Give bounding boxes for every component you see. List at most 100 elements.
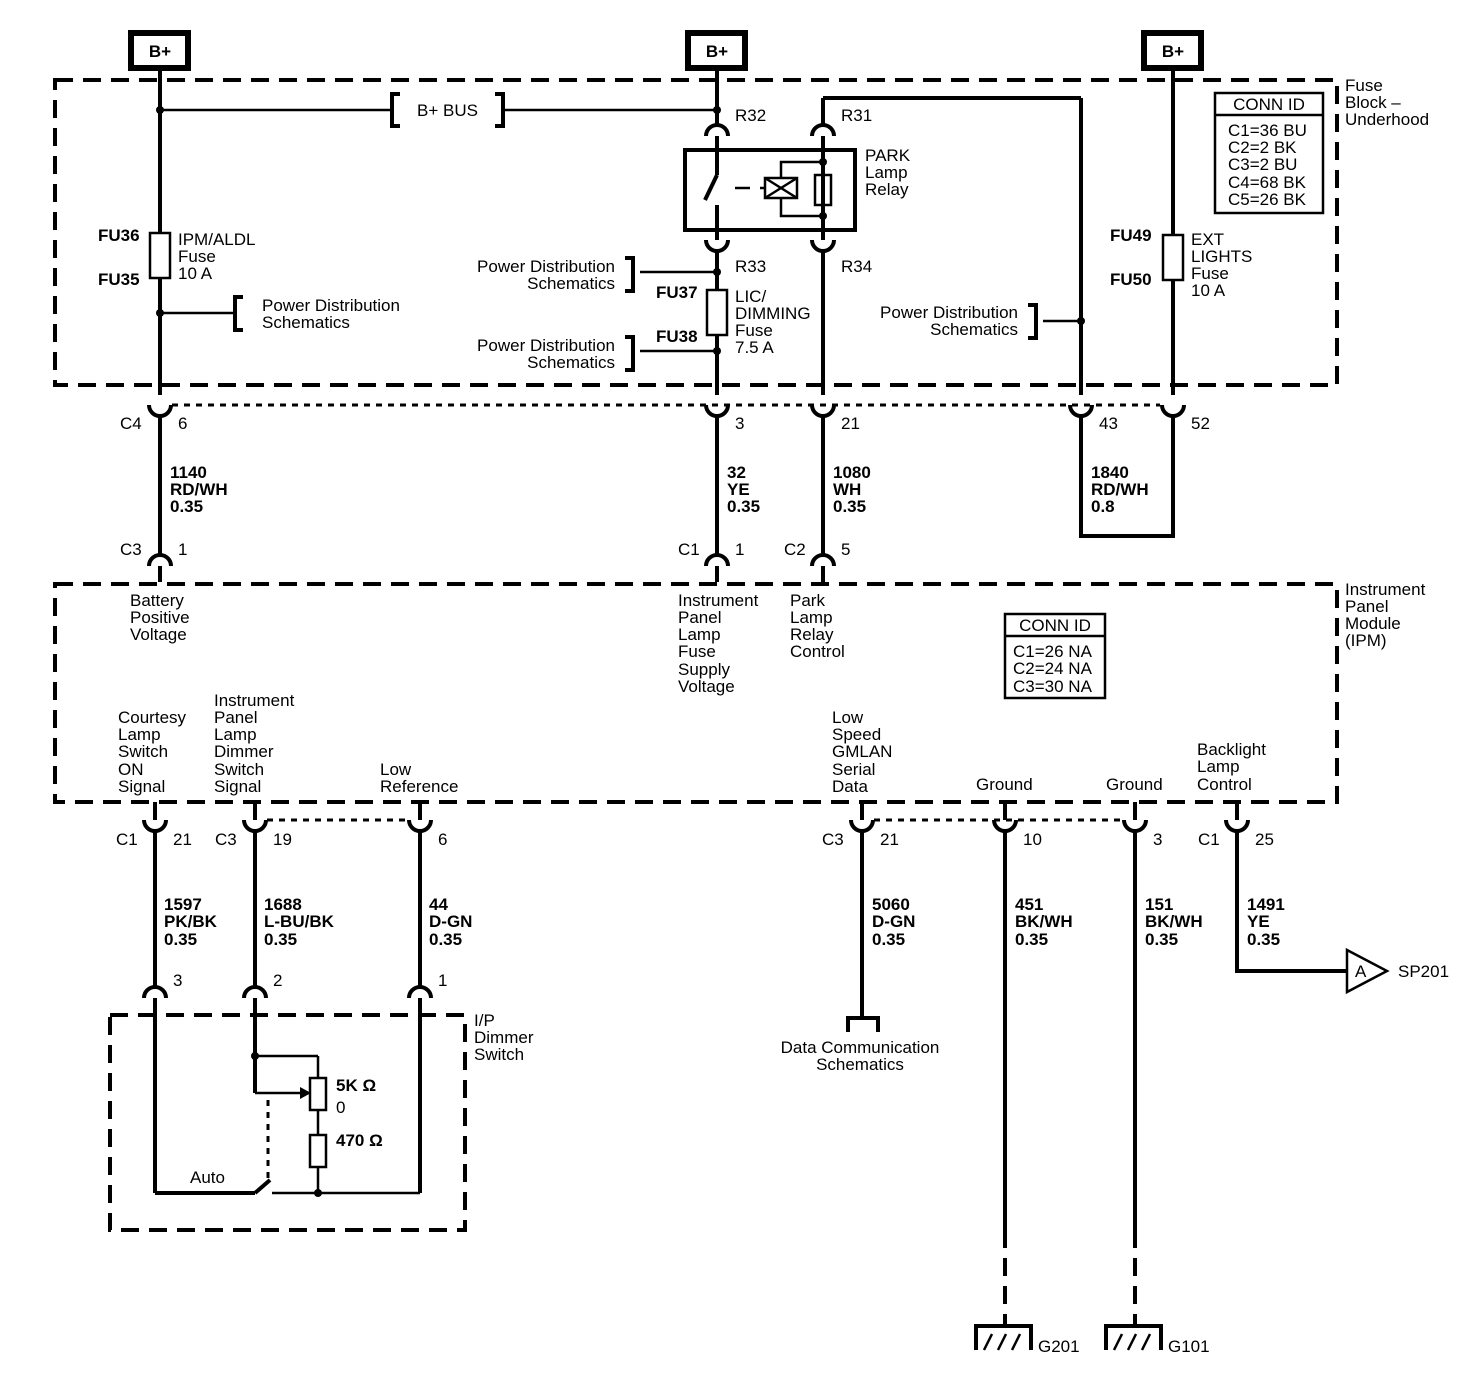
fuse-block-boundary xyxy=(53,78,1339,387)
fuse-block-title-2: Block – xyxy=(1345,93,1401,112)
dimmer-title-2: Dimmer xyxy=(474,1028,534,1047)
upper-wires xyxy=(158,416,1175,554)
wire-5060-gauge: 0.35 xyxy=(872,930,905,949)
ground-g201 xyxy=(974,1230,1033,1351)
ipm-ipl-fuse-label: Instrument xyxy=(678,591,759,610)
conn-id-row: C3=30 NA xyxy=(1013,677,1093,696)
c1-label: C1 xyxy=(1198,830,1220,849)
ext-fuse-label-4: 10 A xyxy=(1191,281,1226,300)
pin-label: 10 xyxy=(1023,830,1042,849)
pds-ref-left-1: Power Distribution xyxy=(262,296,400,315)
auto-label: Auto xyxy=(190,1168,225,1187)
c4-connector xyxy=(147,403,1186,418)
ipm-aldl-circuit xyxy=(148,68,243,395)
conn-id-row: C2=2 BK xyxy=(1228,138,1297,157)
ipm-conn-id-table: CONN ID C1=26 NA C2=24 NA C3=30 NA xyxy=(1003,612,1107,700)
bplus-terminal-left: B+ xyxy=(128,30,191,71)
pin-label: 3 xyxy=(1153,830,1162,849)
pin-label: 21 xyxy=(173,830,192,849)
pds-ref-left-2: Schematics xyxy=(262,313,350,332)
bplus-bus-label: B+ BUS xyxy=(417,101,478,120)
lic-fuse-label-1: LIC/ xyxy=(735,287,766,306)
ipm-courtesy-label: Courtesy xyxy=(118,708,187,727)
wire-1597-circuit: 1597 xyxy=(164,895,202,914)
wire-5060-color: D-GN xyxy=(872,912,915,931)
data-comm-bracket xyxy=(846,1016,880,1032)
ipm-lowref-label: Reference xyxy=(380,777,458,796)
relay-label-2: Lamp xyxy=(865,163,908,182)
conn-id-row: C5=26 BK xyxy=(1228,190,1307,209)
ipm-ipl-fuse-label: Fuse xyxy=(678,642,716,661)
conn-id-row: C2=24 NA xyxy=(1013,659,1093,678)
ipm-battery-label: Positive xyxy=(130,608,190,627)
r32-label: R32 xyxy=(735,106,766,125)
ipm-fuse-label-2: Fuse xyxy=(178,247,216,266)
ipm-dimmer-label: Signal xyxy=(214,777,261,796)
ipm-park-ctrl-label: Control xyxy=(790,642,845,661)
wire-32-color: YE xyxy=(727,480,750,499)
pds-ref-right-2: Schematics xyxy=(930,320,1018,339)
fu36-label: FU36 xyxy=(98,226,140,245)
dimmer-switch-connectors xyxy=(142,985,433,999)
r5k-label: 5K Ω xyxy=(336,1076,376,1095)
wire-1688-circuit: 1688 xyxy=(264,895,302,914)
ipm-title-4: (IPM) xyxy=(1345,631,1387,650)
wire-1080-circuit: 1080 xyxy=(833,463,871,482)
wire-1688-color: L-BU/BK xyxy=(264,912,335,931)
dimmer-pin-label: 2 xyxy=(273,971,282,990)
offpage-connector xyxy=(1345,947,1390,995)
fu38-label: FU38 xyxy=(656,327,698,346)
data-comm-label-1: Data Communication xyxy=(781,1038,940,1057)
ipm-gmlan-label: GMLAN xyxy=(832,742,892,761)
dimmer-pin-label: 1 xyxy=(438,971,447,990)
ipm-backlight-label: Lamp xyxy=(1197,757,1240,776)
ext-fuse-label-1: EXT xyxy=(1191,230,1224,249)
dimmer-switch-boundary xyxy=(108,1013,467,1232)
pin-label: 3 xyxy=(735,414,744,433)
ext-lights-circuit xyxy=(1161,68,1185,395)
fuse-block-title-3: Underhood xyxy=(1345,110,1429,129)
ipm-title-1: Instrument xyxy=(1345,580,1426,599)
wire-44-color: D-GN xyxy=(429,912,472,931)
pds-ref-right-1: Power Distribution xyxy=(880,303,1018,322)
fu35-label: FU35 xyxy=(98,270,140,289)
lic-fuse-label-4: 7.5 A xyxy=(735,338,774,357)
ipm-battery-label: Battery xyxy=(130,591,184,610)
conn-id-row: C1=26 NA xyxy=(1013,642,1093,661)
ext-fuse-label-3: Fuse xyxy=(1191,264,1229,283)
wire-44-gauge: 0.35 xyxy=(429,930,462,949)
zero-label: 0 xyxy=(336,1098,345,1117)
fu49-label: FU49 xyxy=(1110,226,1152,245)
ipm-dimmer-label: Dimmer xyxy=(214,742,274,761)
ipm-courtesy-label: Switch xyxy=(118,742,168,761)
conn-id-title: CONN ID xyxy=(1019,616,1091,635)
r33-label: R33 xyxy=(735,257,766,276)
wire-32-gauge: 0.35 xyxy=(727,497,760,516)
ipm-battery-label: Voltage xyxy=(130,625,187,644)
fu37-label: FU37 xyxy=(656,283,698,302)
pin-label: 6 xyxy=(178,414,187,433)
ipm-park-ctrl-label: Relay xyxy=(790,625,834,644)
wire-151-color: BK/WH xyxy=(1145,912,1203,931)
ipm-gmlan-label: Data xyxy=(832,777,868,796)
bplus-label: B+ xyxy=(1162,42,1184,61)
pin-label: 1 xyxy=(735,540,744,559)
ipm-courtesy-label: Signal xyxy=(118,777,165,796)
ipm-fuse-label-3: 10 A xyxy=(178,264,213,283)
bplus-label: B+ xyxy=(706,42,728,61)
c1-label: C1 xyxy=(116,830,138,849)
c3-label: C3 xyxy=(822,830,844,849)
ipm-ground-label: Ground xyxy=(1106,775,1163,794)
dimmer-title-3: Switch xyxy=(474,1045,524,1064)
c1-label: C1 xyxy=(678,540,700,559)
wire-451-gauge: 0.35 xyxy=(1015,930,1048,949)
lic-dimming-fuse xyxy=(705,288,729,337)
wire-1491-color: YE xyxy=(1247,912,1270,931)
wire-1840-color: RD/WH xyxy=(1091,480,1149,499)
ipm-lowref-label: Low xyxy=(380,760,412,779)
wire-1080-gauge: 0.35 xyxy=(833,497,866,516)
ipm-top-connectors xyxy=(147,553,836,582)
lower-wires xyxy=(153,831,1347,1230)
wire-1080-color: WH xyxy=(833,480,861,499)
